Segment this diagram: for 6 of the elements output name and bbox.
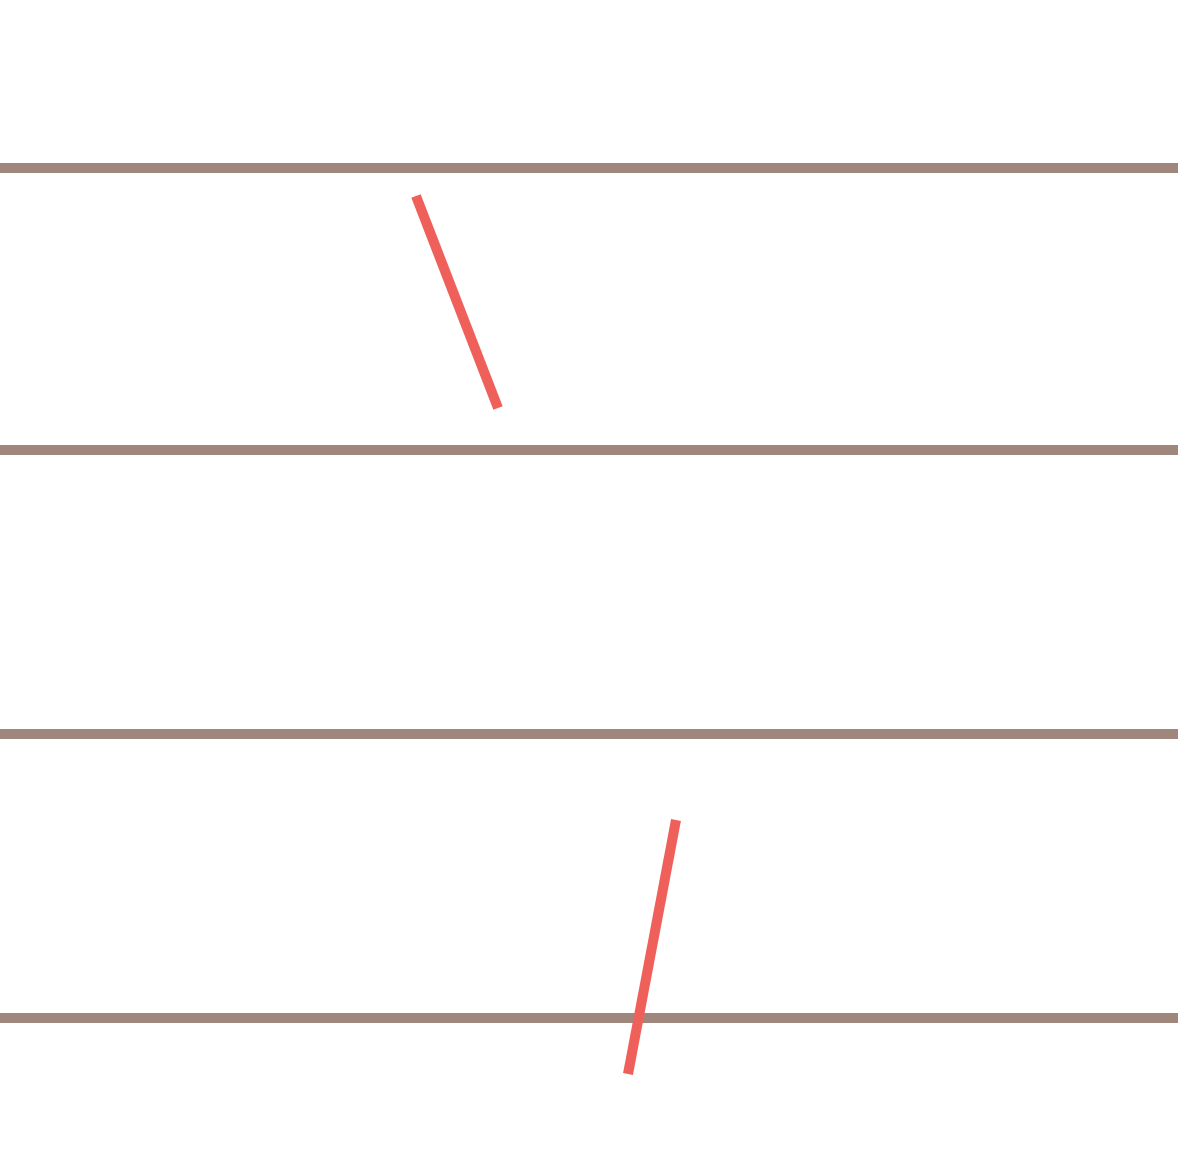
horizontal-line [0, 729, 1178, 739]
needle-line [623, 819, 681, 1075]
horizontal-line [0, 445, 1178, 455]
horizontal-line [0, 1013, 1178, 1023]
needle-line [411, 194, 503, 410]
horizontal-line [0, 163, 1178, 173]
